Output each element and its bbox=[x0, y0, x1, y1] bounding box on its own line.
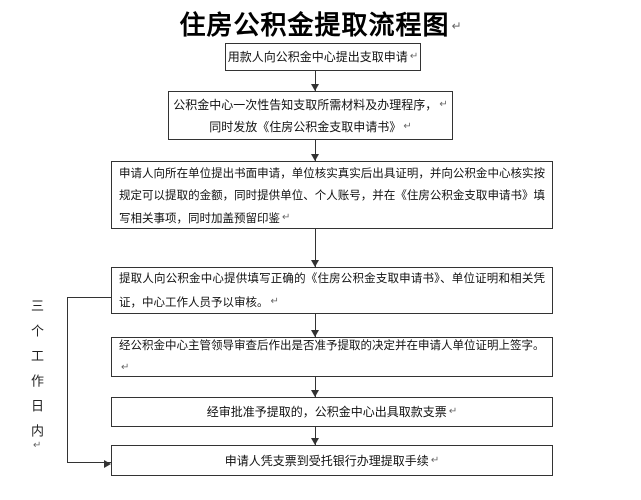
step-text: 公积金中心一次性告知支取所需材料及办理程序， bbox=[173, 98, 438, 112]
step-text: 用款人向公积金中心提出支取申请 bbox=[227, 50, 408, 64]
flow-step-7: 申请人凭支票到受托银行办理提取手续↵ bbox=[111, 445, 553, 476]
flow-arrow-6 bbox=[310, 426, 319, 445]
arrowhead-right-icon bbox=[104, 459, 111, 468]
return-mark-icon: ↵ bbox=[403, 121, 412, 132]
flow-step-7-text: 申请人凭支票到受托银行办理提取手续↵ bbox=[225, 450, 439, 472]
arrowhead-down-icon bbox=[310, 438, 319, 445]
return-mark-icon: ↵ bbox=[451, 19, 462, 33]
flow-step-2-line-2: 同时发放《住房公积金支取申请书》↵ bbox=[169, 116, 452, 138]
return-mark-icon: ↵ bbox=[409, 51, 419, 62]
flow-step-5-text: 经公积金中心主管领导审查后作出是否准予提取的决定并在申请人单位证明上签字。 ↵ bbox=[119, 335, 545, 380]
return-mark-icon: ↵ bbox=[33, 440, 42, 451]
return-mark-icon: ↵ bbox=[270, 295, 279, 307]
flow-step-1: 用款人向公积金中心提出支取申请↵ bbox=[225, 43, 421, 71]
arrowhead-down-icon bbox=[310, 84, 319, 91]
flow-arrow-3 bbox=[310, 229, 319, 267]
side-label-three-working-days: 三个工作日内 bbox=[29, 299, 44, 449]
step-text: 申请人向所在单位提出书面申请，单位核实真实后出具证明，并向公积金中心核实按规定可… bbox=[119, 168, 545, 225]
flow-arrow-4 bbox=[310, 313, 319, 337]
arrowhead-down-icon bbox=[310, 260, 319, 267]
step-text: 提取人向公积金中心提供填写正确的《住房公积金支取申请书》、单位证明和相关凭证，中… bbox=[119, 273, 545, 309]
flow-step-6: 经审批准予提取的，公积金中心出具取款支票↵ bbox=[111, 397, 553, 427]
return-mark-icon: ↵ bbox=[282, 212, 291, 223]
flow-step-2: 公积金中心一次性告知支取所需材料及办理程序，↵ 同时发放《住房公积金支取申请书》… bbox=[168, 91, 453, 140]
flow-step-5: 经公积金中心主管领导审查后作出是否准予提取的决定并在申请人单位证明上签字。 ↵ bbox=[111, 337, 553, 377]
step-text: 同时发放《住房公积金支取申请书》 bbox=[209, 120, 402, 134]
step-text: 申请人凭支票到受托银行办理提取手续 bbox=[224, 453, 429, 468]
three-workdays-bracket bbox=[67, 297, 111, 468]
return-mark-icon: ↵ bbox=[448, 406, 458, 417]
page-title: 住房公积金提取流程图↵ bbox=[0, 5, 641, 42]
step-text: 经公积金中心主管领导审查后作出是否准予提取的决定并在申请人单位证明上签字。 bbox=[119, 339, 545, 352]
flow-arrow-2 bbox=[310, 139, 319, 161]
flow-step-4: 提取人向公积金中心提供填写正确的《住房公积金支取申请书》、单位证明和相关凭证，中… bbox=[111, 267, 553, 314]
arrowhead-down-icon bbox=[310, 154, 319, 161]
flow-step-3-text: 申请人向所在单位提出书面申请，单位核实真实后出具证明，并向公积金中心核实按规定可… bbox=[119, 168, 545, 225]
page-title-text: 住房公积金提取流程图 bbox=[179, 10, 450, 40]
arrowhead-down-icon bbox=[310, 390, 319, 397]
return-mark-icon: ↵ bbox=[430, 454, 440, 466]
flow-arrow-1 bbox=[310, 70, 319, 91]
flow-step-1-text: 用款人向公积金中心提出支取申请↵ bbox=[228, 46, 418, 68]
flow-step-3: 申请人向所在单位提出书面申请，单位核实真实后出具证明，并向公积金中心核实按规定可… bbox=[111, 161, 553, 229]
step-text: 经审批准予提取的，公积金中心出具取款支票 bbox=[206, 405, 447, 419]
return-mark-icon: ↵ bbox=[439, 99, 448, 110]
flow-step-2-line-1: 公积金中心一次性告知支取所需材料及办理程序，↵ bbox=[169, 94, 452, 116]
flow-step-6-text: 经审批准予提取的，公积金中心出具取款支票↵ bbox=[207, 401, 457, 423]
flow-arrow-5 bbox=[310, 376, 319, 397]
arrowhead-down-icon bbox=[310, 330, 319, 337]
flow-step-4-text: 提取人向公积金中心提供填写正确的《住房公积金支取申请书》、单位证明和相关凭证，中… bbox=[119, 273, 545, 309]
return-mark-icon: ↵ bbox=[121, 361, 130, 373]
